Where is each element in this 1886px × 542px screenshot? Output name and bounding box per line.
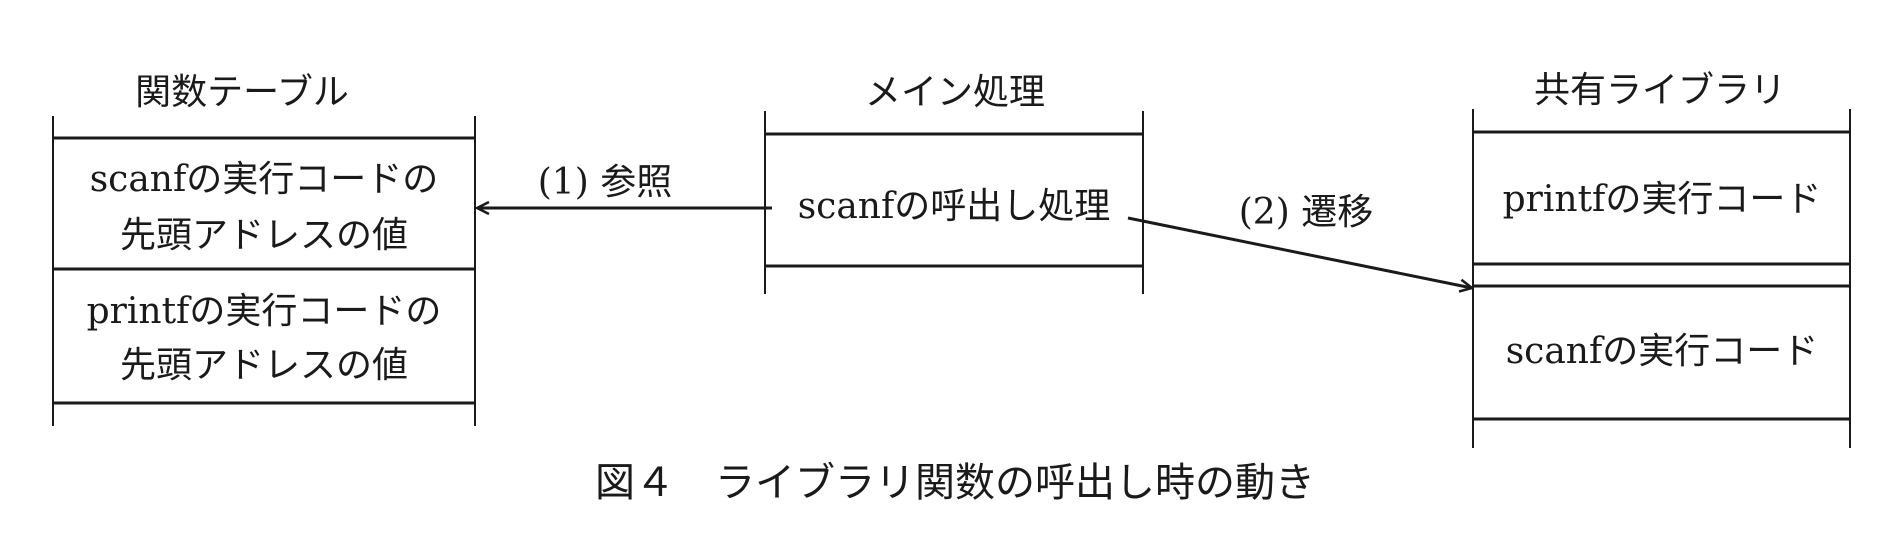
shared-library: 共有ライブラリ printfの実行コード scanfの実行コード [1472, 70, 1851, 448]
function-table-row-2-line-2: 先頭アドレスの値 [120, 345, 408, 386]
figure-caption: 図４ ライブラリ関数の呼出し時の動き [595, 460, 1315, 506]
function-table-row-2-line-1: printfの実行コードの [87, 291, 442, 332]
main-process-title: メイン処理 [865, 72, 1045, 113]
shared-library-row-scanf: scanfの実行コード [1506, 331, 1819, 372]
function-table-row-1-line-2: 先頭アドレスの値 [120, 215, 408, 256]
function-table-title: 関数テーブル [135, 72, 349, 113]
transition-arrow-label: (2) 遷移 [1239, 192, 1373, 233]
function-table-row-1-line-1: scanfの実行コードの [90, 159, 439, 200]
function-table: 関数テーブル scanfの実行コードの 先頭アドレスの値 printfの実行コー… [52, 72, 476, 426]
main-process: メイン処理 scanfの呼出し処理 [764, 72, 1144, 294]
main-process-row: scanfの呼出し処理 [798, 186, 1111, 227]
shared-library-row-printf: printfの実行コード [1503, 179, 1822, 220]
shared-library-title: 共有ライブラリ [1534, 70, 1786, 111]
transition-arrow [1127, 216, 1472, 288]
reference-arrow-label: (1) 参照 [538, 162, 672, 203]
